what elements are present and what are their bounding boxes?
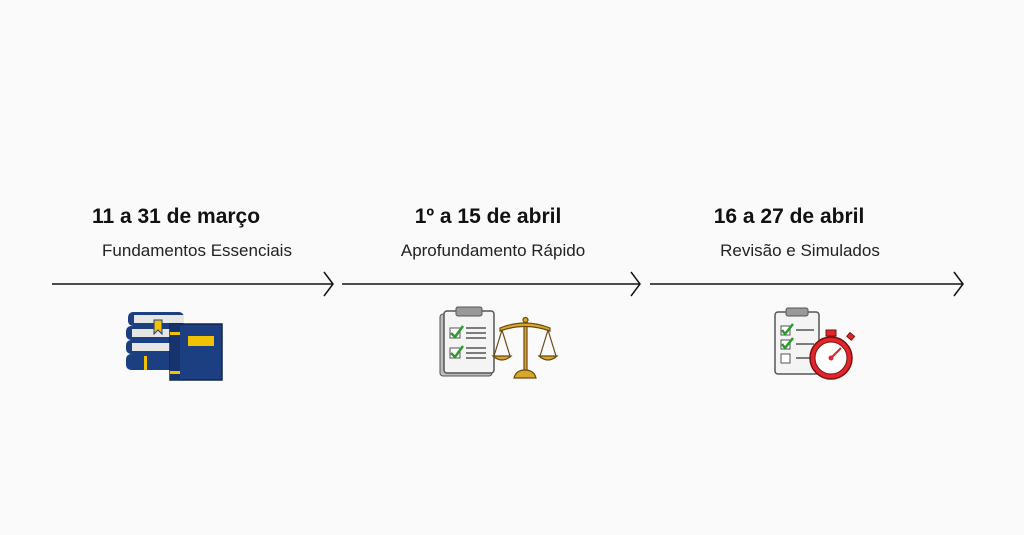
- phase-title: Revisão e Simulados: [720, 241, 880, 260]
- phase-title: Aprofundamento Rápido: [400, 241, 586, 260]
- checklist-scales-icon: [439, 306, 559, 379]
- timeline-arrow: [342, 271, 641, 297]
- phase-title: Fundamentos Essenciais: [102, 241, 292, 260]
- phase-date: 16 a 27 de abril: [713, 205, 865, 228]
- phase-date: 11 a 31 de março: [91, 205, 261, 228]
- books-icon: [126, 312, 223, 381]
- phase-date: 1º a 15 de abril: [414, 205, 562, 228]
- timeline-arrow: [52, 271, 334, 297]
- checklist-stopwatch-icon: [774, 307, 856, 380]
- timeline-arrow: [650, 271, 964, 297]
